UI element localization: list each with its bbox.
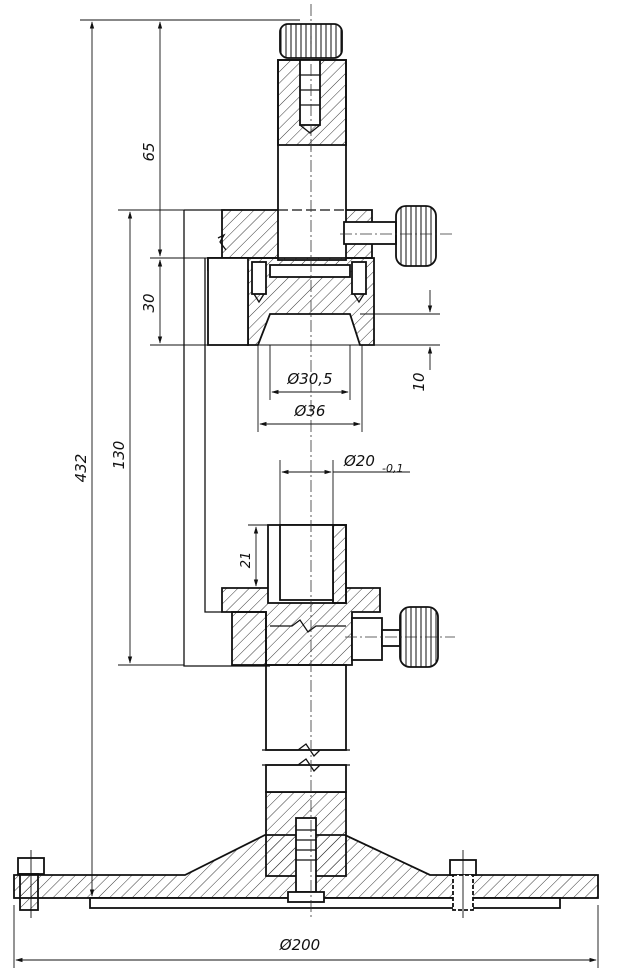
dimension-lines	[13, 19, 599, 968]
upper-rod	[277, 59, 347, 261]
dim-30-label: 30	[140, 293, 158, 312]
dim-diameter-30-5-label: Ø30,5	[286, 370, 332, 388]
dim-diameter-36-label: Ø36	[294, 402, 326, 420]
dim-diameter-20-label: Ø20	[343, 452, 375, 470]
dim-130-label: 130	[110, 441, 128, 470]
dim-diameter-200-label: Ø200	[279, 936, 320, 954]
dim-21-label: 21	[239, 552, 254, 569]
side-frame	[183, 209, 270, 667]
upper-holder	[207, 257, 375, 346]
lower-column-base	[265, 791, 347, 903]
right-leveling-screw	[449, 850, 477, 918]
dim-diameter-20-tolerance: -0,1	[382, 462, 403, 475]
lower-clamp	[221, 524, 401, 666]
dim-65-label: 65	[140, 142, 158, 161]
left-leveling-screw	[17, 850, 45, 918]
dim-432-label: 432	[72, 454, 90, 483]
top-knob	[279, 4, 343, 150]
upper-knob	[340, 205, 455, 267]
dim-10-label: 10	[410, 372, 428, 391]
column	[262, 664, 350, 793]
lower-knob	[345, 606, 455, 668]
